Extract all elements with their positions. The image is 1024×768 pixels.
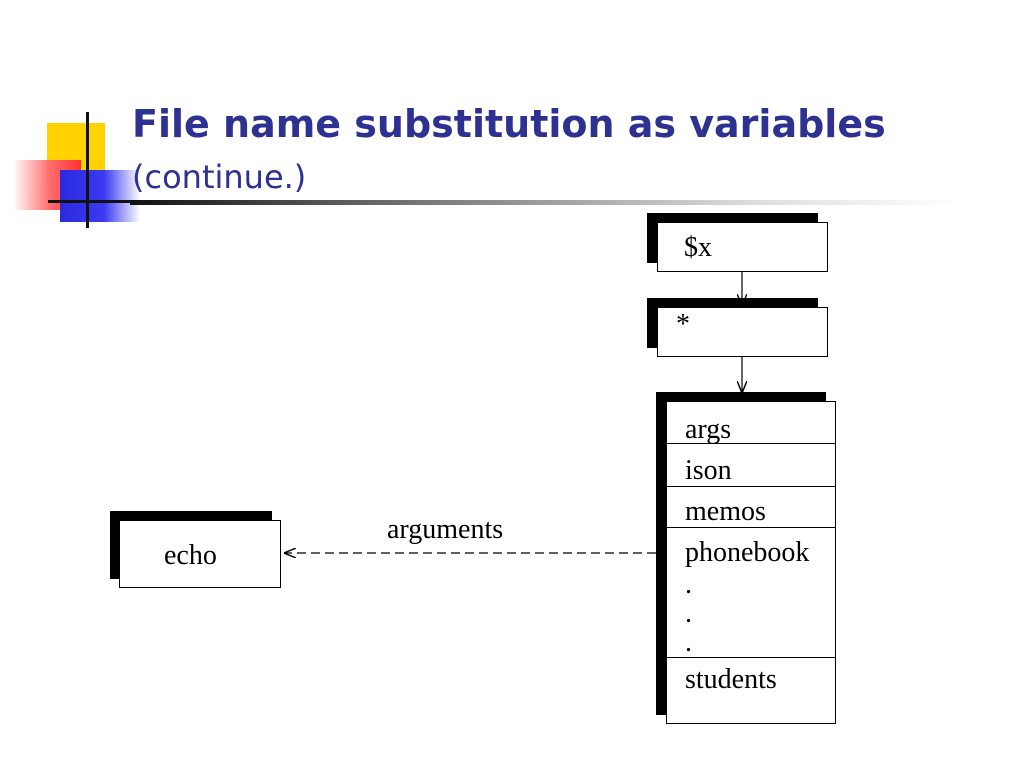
command-box: echo xyxy=(119,520,281,588)
file-list-divider xyxy=(667,443,835,444)
file-list-item: phonebook xyxy=(685,537,810,568)
slide-subtitle: (continue.) xyxy=(132,158,307,196)
command-box-label: echo xyxy=(164,540,217,571)
file-list-divider xyxy=(667,527,835,528)
file-list-box: args ison memos phonebook . . . students xyxy=(666,401,836,724)
file-list-ellipsis: . xyxy=(685,627,692,658)
file-list-ellipsis: . xyxy=(685,598,692,629)
file-list-divider xyxy=(667,486,835,487)
logo-vertical-line xyxy=(86,112,89,228)
arguments-label: arguments xyxy=(387,514,504,545)
pattern-box: * xyxy=(657,307,828,357)
logo-blue-block xyxy=(60,170,140,222)
file-list-item: args xyxy=(685,414,732,445)
logo-horizontal-line xyxy=(48,200,148,203)
variable-box: $x xyxy=(657,222,828,272)
file-list-item: students xyxy=(685,664,777,695)
file-list-ellipsis: . xyxy=(685,569,692,600)
file-list-item: ison xyxy=(685,455,732,486)
file-list-divider xyxy=(667,657,835,658)
title-underline xyxy=(130,200,960,205)
file-list-item: memos xyxy=(685,496,766,527)
slide-title: File name substitution as variables xyxy=(132,102,886,146)
pattern-box-label: * xyxy=(676,309,690,340)
variable-box-label: $x xyxy=(684,232,712,263)
